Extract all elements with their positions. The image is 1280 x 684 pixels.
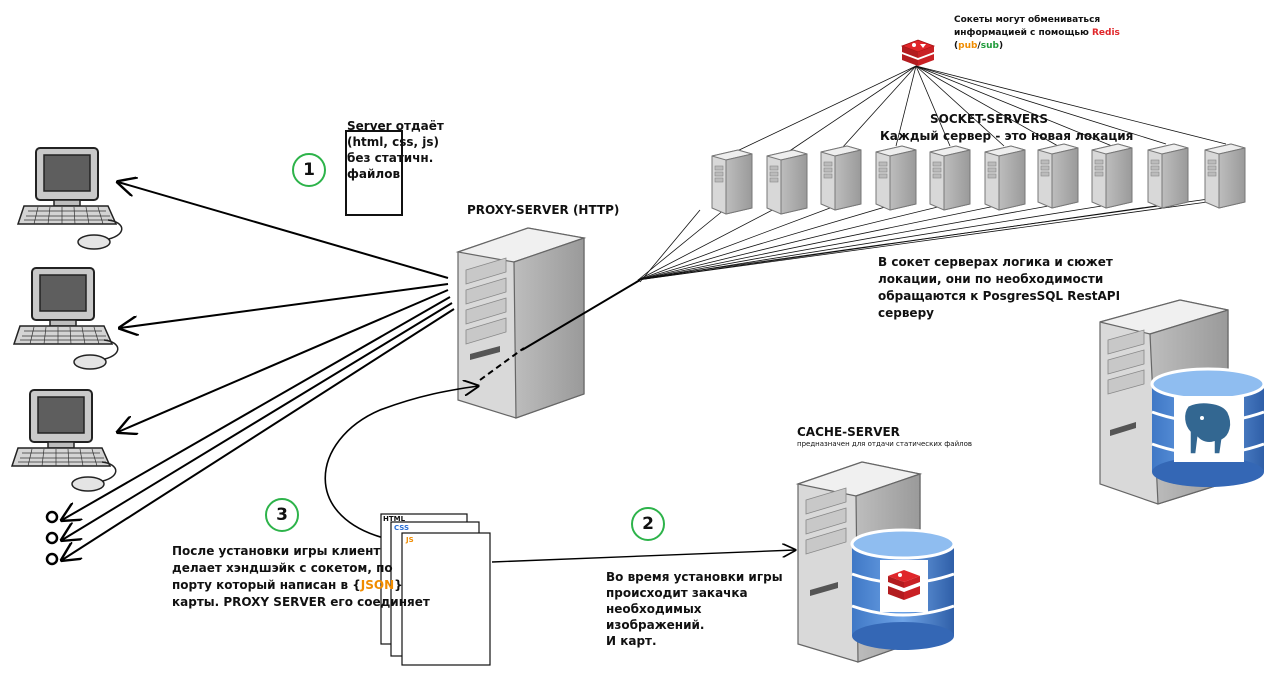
step-2-badge: 2 <box>631 507 665 541</box>
proxy-dashed-line <box>479 347 525 381</box>
client-arrows <box>62 182 455 560</box>
socket-server-icon <box>1091 143 1133 209</box>
redis-icon <box>900 39 936 66</box>
step-3-badge: 3 <box>265 498 299 532</box>
pubsub-note: (pub/sub) <box>954 40 1003 53</box>
socket-server-icon <box>820 145 862 211</box>
step3-text-b: } карты. PROXY SERVER его соединяет <box>172 578 430 609</box>
redis-note-prefix: информацией с помощью <box>954 28 1092 38</box>
server-gives-label: Server отдаёт (html, css, js) без статич… <box>347 119 444 181</box>
cache-arrow <box>491 550 795 563</box>
socket-servers-label: SOCKET-SERVERS <box>930 112 1048 126</box>
postgresql-elephant-icon <box>1183 401 1232 455</box>
redis-connection-lines <box>734 65 1227 153</box>
server-note-box <box>345 130 403 216</box>
doc-js-label: JS <box>406 536 414 544</box>
paren-close: ) <box>998 41 1004 51</box>
socket-servers-group <box>711 143 1246 215</box>
cache-server-desc: предназначен для отдачи статических файл… <box>797 440 972 448</box>
proxy-server-label: PROXY-SERVER (HTTP) <box>467 203 620 217</box>
doc-html-label: HTML <box>383 515 406 523</box>
redis-note-line1: Сокеты могут обмениваться <box>954 15 1101 25</box>
client-computer-3-icon <box>11 389 117 492</box>
redis-note-line2: информацией с помощью Redis <box>954 27 1120 40</box>
socket-server-icon <box>929 145 971 211</box>
step3-text-a: После установки игры клиент делает хэндш… <box>172 544 393 592</box>
socket-server-icon <box>1147 143 1189 209</box>
cache-database-icon <box>850 528 956 650</box>
socket-server-icon <box>1204 143 1246 209</box>
client-computer-1-icon <box>17 147 123 250</box>
step2-text: Во время установки игры происходит закач… <box>606 570 783 648</box>
socket-connection-lines <box>637 195 1231 283</box>
client-dot-2 <box>45 531 59 545</box>
json-word: JSON <box>360 578 395 592</box>
postgres-database-icon <box>1150 367 1266 487</box>
proxy-socket-line <box>521 279 641 351</box>
document-icon <box>401 532 491 666</box>
cache-server-label: CACHE-SERVER <box>797 425 900 439</box>
step3-text: После установки игры клиент делает хэндш… <box>172 543 430 611</box>
socket-logic-text: В сокет серверах логика и сюжет локации,… <box>878 255 1121 320</box>
step-1-badge: 1 <box>292 153 326 187</box>
socket-server-icon <box>984 145 1026 211</box>
redis-word: Redis <box>1091 28 1120 38</box>
slash: / <box>977 41 981 51</box>
documents-stack-icon <box>380 513 491 666</box>
redis-icon <box>888 570 920 600</box>
handshake-arrow <box>324 386 478 541</box>
client-computer-2-icon <box>13 267 119 370</box>
doc-css-label: CSS <box>394 524 410 532</box>
client-dot-3 <box>45 552 59 566</box>
socket-server-icon <box>875 145 917 211</box>
socket-server-icon <box>711 149 753 215</box>
proxy-server-icon <box>455 227 587 419</box>
socket-server-icon <box>766 149 808 215</box>
sub-word: sub <box>980 41 999 51</box>
pub-word: pub <box>958 41 978 51</box>
socket-server-icon <box>1037 143 1079 209</box>
each-server-label: Каждый сервер - это новая локация <box>880 129 1134 143</box>
paren-open: ( <box>954 41 959 51</box>
client-dot-1 <box>45 510 59 524</box>
